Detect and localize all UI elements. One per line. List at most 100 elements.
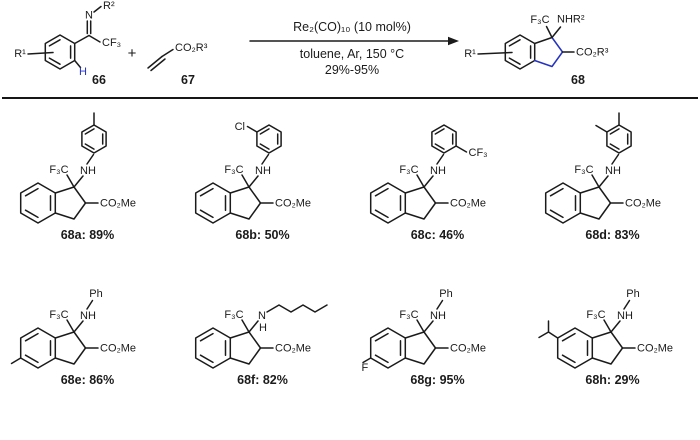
plus-sign: + [128, 45, 137, 62]
nh-label: NH [255, 165, 271, 177]
f3c-label: F₃C [530, 14, 549, 26]
cl-label: Cl [234, 121, 244, 133]
structure-68g: Ph F F₃C NH CO₂Me [361, 288, 486, 374]
c-h-bond [73, 59, 82, 69]
indane-skeleton [369, 319, 449, 369]
scheme-divider [2, 97, 698, 99]
n-aryl-ring [80, 124, 107, 154]
reaction-arrow-block: Re₂(CO)₁₀ (10 mol%) toluene, Ar, 150 °C … [249, 20, 459, 77]
ester-label: CO₂Me [450, 343, 486, 355]
n-aryl-bond [435, 153, 444, 165]
indane-skeleton [194, 174, 274, 224]
ester-label: CO₂Me [100, 198, 136, 210]
cf3-label: CF₃ [102, 37, 121, 49]
nh-label: NH [80, 165, 96, 177]
solvent-conditions: toluene, Ar, 150 °C [300, 47, 404, 61]
product-68d: F₃C NH CO₂Me 68d: 83% [525, 105, 700, 242]
product-68a: F₃C NH CO₂Me 68a: 89% [0, 105, 175, 242]
f3c-label: F₃C [586, 309, 605, 321]
f3c-label: F₃C [49, 164, 68, 176]
structure-68d: F₃C NH CO₂Me [544, 112, 661, 224]
aromatic-bonds [508, 39, 532, 65]
methyl-bond [10, 357, 21, 365]
r1-label: R¹ [464, 48, 476, 60]
f3c-label: F₃C [399, 164, 418, 176]
indane-skeleton [556, 319, 636, 369]
f3c-label: F₃C [224, 309, 243, 321]
product-68: F₃C NHR² CO₂R³ R¹ 68 [464, 14, 609, 88]
new-bonds-highlighted [533, 36, 564, 68]
h-label: H [259, 322, 267, 334]
indane-skeleton [369, 174, 449, 224]
product-caption: 68d: 83% [585, 228, 640, 242]
highlighted-h-label: H [79, 66, 87, 78]
product-caption: 68b: 50% [235, 228, 290, 242]
product-caption: 68f: 82% [237, 373, 288, 387]
n-ph-bond [435, 299, 443, 310]
vinyl-double-bond [147, 55, 166, 72]
product-68h: Ph F₃C NH CO₂Me 68h: 29% [525, 250, 700, 387]
r2-label: R² [103, 0, 115, 12]
n-aryl-bond [610, 153, 619, 165]
f-bond [361, 357, 371, 364]
cf3-sub-label: CF₃ [468, 147, 487, 159]
product-68e: Ph F₃C NH CO₂Me 68e: 86% [0, 250, 175, 387]
n-ph-bond [85, 299, 93, 310]
reaction-scheme: R¹ N R² CF₃ H 66 + CO₂R³ 67 Re₂(CO)₁₀ (1… [0, 0, 700, 97]
f3c-label: F₃C [399, 309, 418, 321]
r1-label: R¹ [14, 48, 26, 60]
acrylate-67: CO₂R³ 67 [147, 42, 208, 87]
f3c-label: F₃C [224, 164, 243, 176]
ester-label: CO₂R³ [576, 47, 609, 59]
f3c-label: F₃C [574, 164, 593, 176]
product-68c: CF₃ F₃C NH CO₂Me 68c: 46% [350, 105, 525, 242]
indane-skeleton [19, 319, 99, 369]
methyl-bond-meta [594, 124, 608, 133]
catalyst-conditions: Re₂(CO)₁₀ (10 mol%) [293, 20, 411, 34]
n-ph-bond [622, 299, 630, 310]
structure-68e: Ph F₃C NH CO₂Me [10, 288, 136, 369]
yield-range: 29%-95% [325, 63, 379, 77]
f3c-label: F₃C [49, 309, 68, 321]
cl-bond [246, 125, 258, 133]
n-aryl-ring [430, 124, 457, 154]
nh-label: NH [80, 310, 96, 322]
cf3-bond [545, 25, 553, 39]
n-label: N [85, 10, 93, 22]
structure-68c: CF₃ F₃C NH CO₂Me [369, 124, 487, 224]
c-n-double-bond [86, 20, 92, 35]
cf3-sub-bond [454, 145, 467, 153]
nhr2-label: NHR² [557, 14, 585, 26]
nh-label: NH [617, 310, 633, 322]
structure-68f: N H F₃C CO₂Me [194, 304, 328, 369]
ester-label: CO₂Me [637, 343, 673, 355]
aromatic-bonds [48, 39, 72, 65]
ph-label: Ph [439, 288, 452, 300]
nh-label: NH [430, 310, 446, 322]
n-r2-bond [93, 5, 102, 13]
product-caption: 68g: 95% [410, 373, 465, 387]
nh-label: NH [430, 165, 446, 177]
ring-fusion-bond [533, 36, 553, 45]
ester-label: CO₂Me [275, 343, 311, 355]
ester-label: CO₂Me [450, 198, 486, 210]
product-68f: N H F₃C CO₂Me 68f: 82% [175, 250, 350, 387]
f-label: F [361, 362, 368, 374]
ester-label: CO₂R³ [175, 42, 208, 54]
ph-label: Ph [89, 288, 102, 300]
indane-skeleton [544, 174, 624, 224]
structure-68h: Ph F₃C NH CO₂Me [537, 288, 673, 369]
n-aryl-ring [255, 124, 282, 154]
ester-bond [161, 48, 174, 58]
imine-c-bond [73, 34, 90, 45]
n-aryl-bond [260, 153, 269, 165]
ph-label: Ph [626, 288, 639, 300]
structure-68b: Cl F₃C NH CO₂Me [194, 121, 311, 224]
structure-68a: F₃C NH CO₂Me [19, 112, 136, 224]
product-caption: 68a: 89% [60, 228, 115, 242]
r1-bond [27, 51, 54, 55]
scheme-canvas: R¹ N R² CF₃ H 66 + CO₂R³ 67 Re₂(CO)₁₀ (1… [14, 0, 609, 88]
cf3-bond [88, 34, 101, 43]
nh-label: NH [605, 165, 621, 177]
indane-skeleton [19, 174, 99, 224]
